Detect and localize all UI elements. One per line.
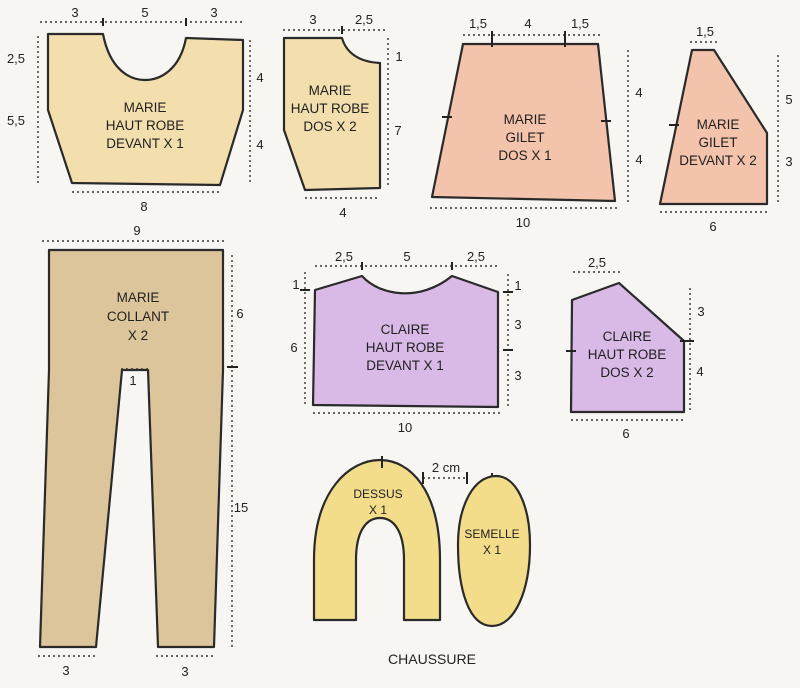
piece-name-line: MARIE (124, 100, 167, 115)
chaussure-title: CHAUSSURE (388, 651, 476, 667)
piece-name-line: MARIE (117, 290, 160, 305)
dim-label: 10 (516, 215, 530, 230)
dim-label: 2,5 (588, 255, 606, 270)
dessus-shape (312, 458, 442, 622)
dim-label: 10 (398, 420, 412, 435)
dim-label: 4 (256, 137, 263, 152)
dim-label: 5 (403, 249, 410, 264)
dim-label: 3 (514, 317, 521, 332)
piece-name-line: MARIE (504, 112, 547, 127)
piece-name-line: HAUT ROBE (588, 347, 667, 362)
piece-name-line: DEVANT X 1 (366, 358, 444, 373)
piece-name-line: DEVANT X 1 (106, 136, 184, 151)
dim-label: 4 (256, 70, 263, 85)
dim-label: 3 (181, 664, 188, 679)
dim-label: 4 (524, 16, 531, 31)
piece-name-line: X 1 (369, 503, 387, 517)
marie-gilet-dos-piece: 1,5 4 1,5 4 4 10 MARIE GILET DOS X 1 (430, 16, 643, 230)
dim-label: 6 (709, 219, 716, 234)
dim-label: 3 (210, 5, 217, 20)
chaussure-group: 2 cm DESSUS X 1 SEMELLE X 1 CHAUSSURE (312, 456, 532, 667)
claire-robe-devant-shape (311, 274, 500, 409)
semelle-shape (456, 474, 532, 628)
piece-name-line: DEVANT X 2 (679, 153, 757, 168)
dim-label: 3 (309, 12, 316, 27)
piece-name-line: DOS X 2 (303, 119, 356, 134)
dim-label: 6 (622, 426, 629, 441)
piece-name-line: X 1 (483, 543, 501, 557)
dim-label: 2,5 (7, 51, 25, 66)
dim-label: 1 (514, 278, 521, 293)
piece-name-line: CLAIRE (603, 329, 652, 344)
dim-label: 3 (785, 154, 792, 169)
marie-robe-dos-piece: 3 2,5 1 7 4 MARIE HAUT ROBE DOS X 2 (282, 12, 403, 220)
marie-gilet-dos-shape (430, 42, 617, 203)
dim-label: 1 (129, 373, 136, 388)
dim-label: 4 (339, 205, 346, 220)
dim-label: 3 (71, 5, 78, 20)
claire-robe-dos-shape (569, 281, 686, 414)
piece-name-line: SEMELLE (464, 527, 519, 541)
dim-label: 4 (635, 85, 642, 100)
dim-label: 2,5 (335, 249, 353, 264)
marie-collant-shape (38, 248, 225, 649)
marie-robe-devant-piece: 3 5 3 2,5 5,5 4 4 8 MARIE HAUT ROBE DEVA… (7, 5, 264, 214)
dim-label: 1,5 (696, 24, 714, 39)
piece-name-line: DOS X 1 (498, 148, 551, 163)
piece-name-line: X 2 (128, 328, 148, 343)
marie-robe-devant-shape (46, 32, 245, 187)
dim-label: 2,5 (355, 12, 373, 27)
scale-label: 2 cm (432, 460, 460, 475)
dim-label: 9 (133, 223, 140, 238)
dim-label: 15 (234, 500, 248, 515)
piece-name-line: HAUT ROBE (106, 118, 185, 133)
claire-robe-dos-piece: 2,5 3 4 6 CLAIRE HAUT ROBE DOS X 2 (566, 255, 705, 441)
dim-label: 6 (236, 306, 243, 321)
marie-robe-dos-shape (282, 36, 382, 192)
dim-label: 3 (697, 304, 704, 319)
dim-label: 1 (292, 277, 299, 292)
piece-name-line: HAUT ROBE (291, 101, 370, 116)
marie-collant-piece: 9 6 15 1 3 3 MARIE COLLANT X 2 (38, 223, 248, 679)
dim-label: 4 (696, 364, 703, 379)
dim-label: 1,5 (469, 16, 487, 31)
piece-name-line: MARIE (697, 117, 740, 132)
dim-label: 1 (395, 49, 402, 64)
piece-name-line: MARIE (309, 83, 352, 98)
dim-label: 4 (635, 152, 642, 167)
piece-name-line: DESSUS (353, 487, 402, 501)
piece-name-line: CLAIRE (381, 322, 430, 337)
dim-label: 7 (394, 123, 401, 138)
dim-label: 6 (290, 340, 297, 355)
piece-name-line: COLLANT (107, 309, 169, 324)
dim-label: 3 (62, 663, 69, 678)
claire-robe-devant-piece: 2,5 5 2,5 1 6 1 3 3 10 CLAIRE HAUT ROBE … (290, 249, 521, 435)
dim-label: 5,5 (7, 113, 25, 128)
piece-name-line: HAUT ROBE (366, 340, 445, 355)
marie-gilet-devant-shape (658, 48, 769, 206)
dim-label: 1,5 (571, 16, 589, 31)
piece-name-line: DOS X 2 (600, 365, 653, 380)
dim-label: 5 (141, 5, 148, 20)
dim-label: 3 (514, 368, 521, 383)
piece-name-line: GILET (698, 135, 737, 150)
marie-gilet-devant-piece: 1,5 5 3 6 MARIE GILET DEVANT X 2 (658, 24, 793, 234)
piece-name-line: GILET (505, 130, 544, 145)
dim-label: 5 (785, 92, 792, 107)
dim-label: 8 (140, 199, 147, 214)
dim-label: 2,5 (467, 249, 485, 264)
